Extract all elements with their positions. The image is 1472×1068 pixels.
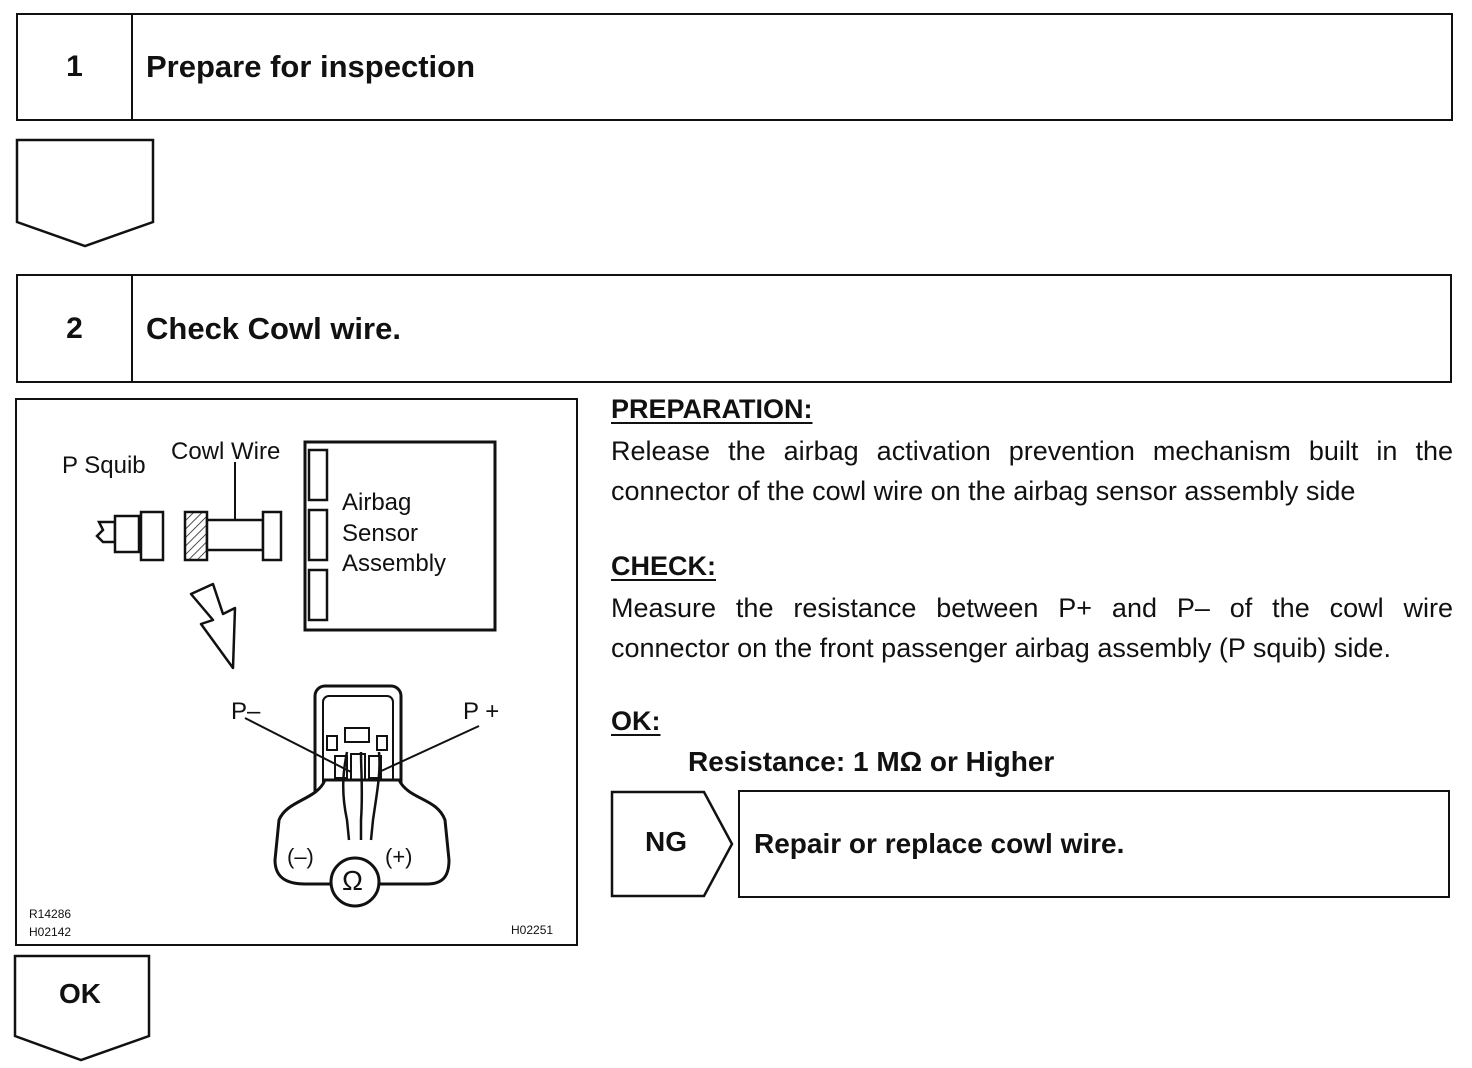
sensor-label-line-2: Sensor	[342, 520, 419, 547]
preparation-text: Release the airbag activation prevention…	[611, 436, 1453, 506]
p-minus-label: P–	[231, 698, 261, 725]
ng-action-box: Repair or replace cowl wire.	[738, 790, 1450, 898]
ok-label: OK	[59, 978, 101, 1009]
ok-heading: OK:	[611, 706, 661, 736]
ok-spec: Resistance: 1 MΩ or Higher	[688, 746, 1055, 777]
figure-code-1: R14286	[29, 907, 72, 921]
meter-minus-label: (–)	[287, 844, 314, 869]
p-plus-label: P +	[463, 698, 500, 725]
connector-diagram-drawing	[95, 440, 497, 908]
check-text: Measure the resistance between P+ and P–…	[611, 593, 1453, 663]
step-1-box: 1 Prepare for inspection	[16, 13, 1453, 121]
step-1-number: 1	[18, 15, 133, 119]
step-2-number: 2	[18, 276, 133, 381]
step-2-title: Check Cowl wire.	[146, 310, 401, 346]
ng-label: NG	[645, 826, 687, 857]
ng-arrow-right-icon	[610, 790, 734, 898]
p-squib-label: P Squib	[62, 452, 146, 479]
meter-plus-label: (+)	[385, 844, 413, 869]
step-1-title: Prepare for inspection	[146, 49, 476, 84]
ng-action-text: Repair or replace cowl wire.	[754, 828, 1125, 859]
step-2-box: 2 Check Cowl wire.	[16, 274, 1452, 383]
cowl-wire-label: Cowl Wire	[171, 438, 281, 465]
connector-diagram: P Squib Cowl Wire Airbag Sensor Assembly…	[15, 398, 578, 946]
check-heading: CHECK:	[611, 551, 716, 581]
preparation-heading: PREPARATION:	[611, 394, 813, 424]
ok-arrow-down-icon	[13, 954, 151, 1062]
figure-code-3: H02251	[511, 923, 554, 937]
sensor-label-line-1: Airbag	[342, 489, 412, 516]
figure-code-2: H02142	[29, 925, 72, 939]
flow-arrow-down-icon	[15, 138, 155, 248]
sensor-label-line-3: Assembly	[342, 550, 447, 577]
ohm-icon: Ω	[342, 865, 363, 896]
